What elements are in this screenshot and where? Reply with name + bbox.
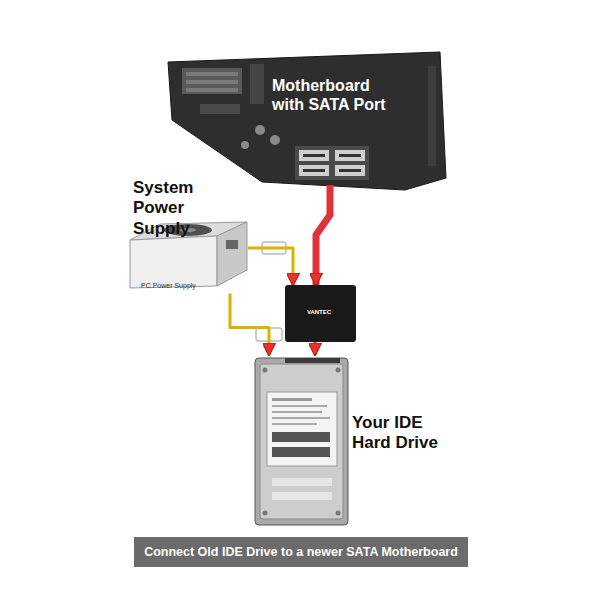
- capacitor: [270, 135, 280, 145]
- drive-label-strip: [272, 478, 332, 486]
- heatsink: [182, 68, 242, 94]
- power-wire: [248, 248, 293, 285]
- ide-pins: [285, 358, 340, 363]
- sata-port-slot: [339, 169, 361, 172]
- sticker-line: [272, 417, 330, 419]
- heatsink-fin: [186, 88, 238, 92]
- sticker-line: [272, 405, 327, 407]
- sata-port: [299, 165, 329, 176]
- sata-port: [299, 150, 329, 161]
- sata-port-slot: [303, 169, 325, 172]
- psu-front: [130, 236, 217, 288]
- hard-drive-node: Your IDE Hard Drive: [255, 355, 455, 525]
- hard-drive-picture: [255, 358, 348, 525]
- power-wire: [230, 294, 269, 355]
- heatsink-fin: [186, 80, 238, 84]
- screw: [336, 368, 341, 373]
- screw: [263, 511, 268, 516]
- circuit-board: [168, 52, 446, 190]
- node-heading: Motherboard with SATA Port: [272, 76, 400, 114]
- motherboard-picture: [168, 52, 446, 190]
- node-heading: Your IDE Hard Drive: [352, 413, 452, 454]
- screw: [263, 368, 268, 373]
- node-heading: System Power Supply: [133, 178, 245, 239]
- node-heading: VANTEC: [285, 309, 353, 316]
- adapter-node: VANTEC: [285, 285, 356, 342]
- barcode: [272, 447, 330, 457]
- sata-port: [335, 165, 365, 176]
- drive-case: [255, 358, 348, 525]
- board-chip: [250, 64, 264, 104]
- ide-link: [314, 342, 317, 355]
- drive-label-strip: [272, 492, 332, 500]
- psu-side: [217, 222, 247, 286]
- sticker-line: [272, 398, 312, 401]
- sticker-line: [272, 423, 317, 425]
- drive-cover: [260, 364, 343, 519]
- power-supply-node: System Power Supply PC Power Supply: [125, 178, 248, 294]
- psu-switch: [226, 240, 238, 249]
- node-sub-label: PC Power Supply: [141, 282, 231, 290]
- heatsink-fin: [186, 72, 238, 76]
- sata-port-slot: [339, 154, 361, 157]
- capacitor: [241, 141, 249, 149]
- barcode: [272, 432, 330, 442]
- board-chip: [200, 104, 240, 114]
- board-slot: [428, 66, 436, 166]
- sata-cable: [316, 185, 330, 285]
- drive-sticker: [267, 392, 337, 466]
- sata-port-slot: [303, 154, 325, 157]
- sata-port: [335, 150, 365, 161]
- caption-banner: Connect Old IDE Drive to a newer SATA Mo…: [134, 537, 468, 567]
- screw: [336, 511, 341, 516]
- sticker-line: [272, 411, 322, 413]
- capacitor: [255, 125, 265, 135]
- motherboard-node: Motherboard with SATA Port: [165, 52, 445, 185]
- sata-port-block: [295, 146, 369, 180]
